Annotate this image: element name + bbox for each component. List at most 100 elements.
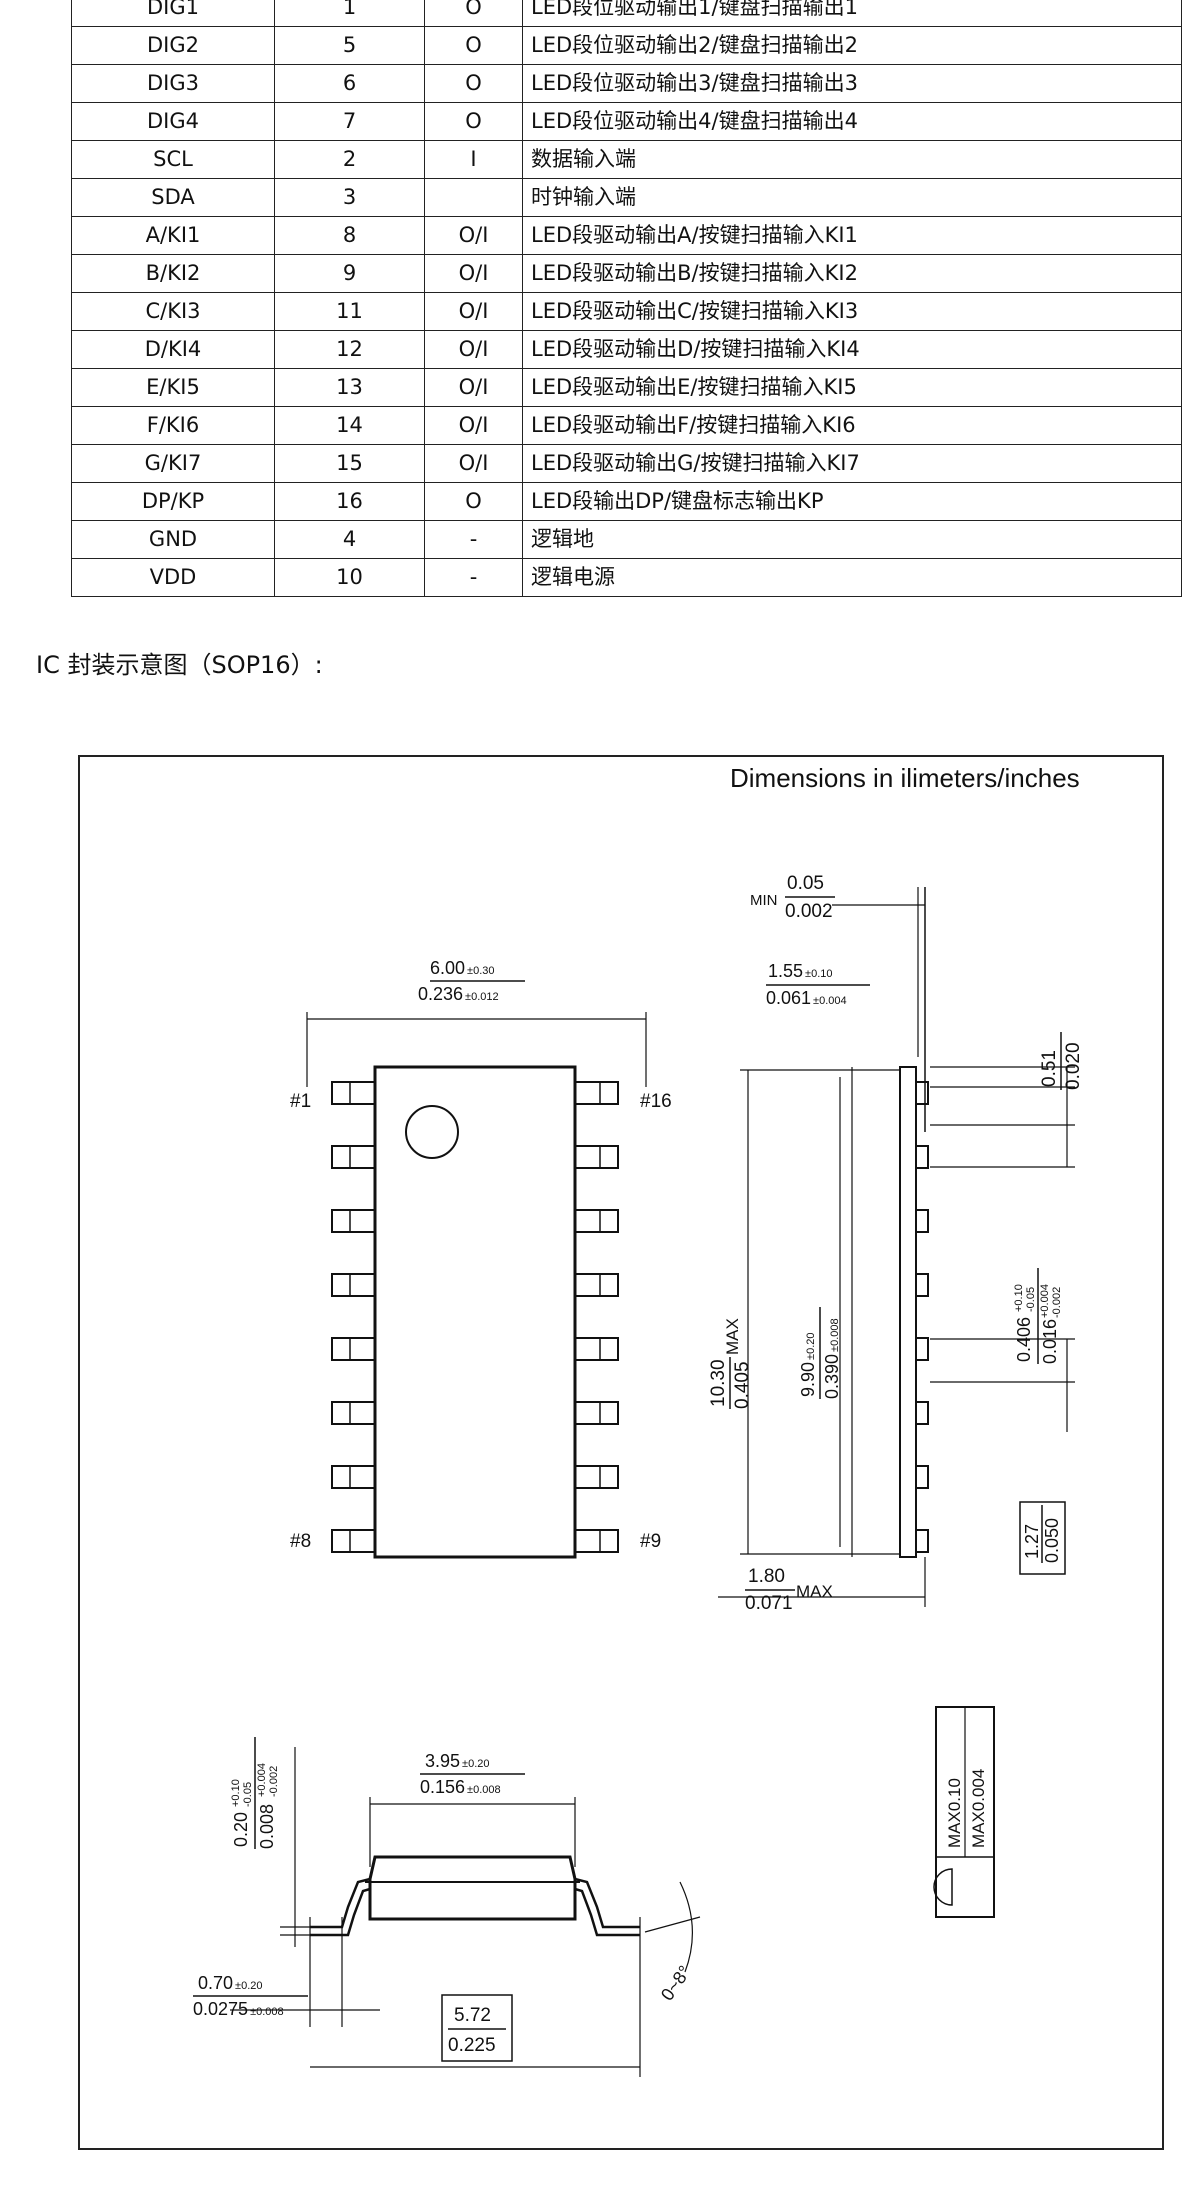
pin-io-cell: O/I <box>424 292 523 331</box>
lead <box>331 1465 376 1489</box>
lead-width-mm-tol-plus: +0.10 <box>1013 1284 1025 1312</box>
svg-text:0.236±0.012: 0.236±0.012 <box>418 984 499 1004</box>
body-width-mm: 3.95 <box>425 1751 460 1771</box>
pin-description-cell: LED段驱动输出G/按键扫描输入KI7 <box>522 444 1182 483</box>
lead-width-mm: 0.406 <box>1014 1317 1034 1362</box>
lead-span-box <box>441 1994 513 2062</box>
pin-number-cell: 9 <box>274 254 425 293</box>
lead <box>331 1081 376 1105</box>
pin-number-cell: 16 <box>274 482 425 521</box>
pin-number-cell: 12 <box>274 330 425 369</box>
pin-number-cell: 5 <box>274 26 425 65</box>
height-max-in: 0.071 <box>745 1593 793 1614</box>
lead-angle: 0~8° <box>657 1962 695 2004</box>
pin-name-cell: VDD <box>71 558 275 597</box>
pin-io-cell: I <box>424 140 523 179</box>
pin-number-cell: 2 <box>274 140 425 179</box>
pin-io-cell: O <box>424 102 523 141</box>
lead <box>331 1273 376 1297</box>
side-view-body <box>899 1066 917 1558</box>
min-mm: 0.05 <box>787 873 824 894</box>
pin-description-cell: 逻辑地 <box>522 520 1182 559</box>
pin-description-cell: 数据输入端 <box>522 140 1182 179</box>
width-mm-tol: ±0.30 <box>467 965 494 977</box>
lead <box>574 1465 619 1489</box>
body-length-in-tol: ±0.008 <box>829 1318 841 1352</box>
lead <box>574 1081 619 1105</box>
pin16-label: #16 <box>640 1091 672 1112</box>
pin-name-cell: B/KI2 <box>71 254 275 293</box>
units-caption: Dimensions in ilimeters/inches <box>730 763 1080 793</box>
side-lead <box>915 1145 929 1169</box>
pin-io-cell: O/I <box>424 330 523 369</box>
svg-text:9.90±0.20: 9.90±0.20 <box>798 1333 818 1398</box>
lead <box>331 1145 376 1169</box>
lead-width-in-tol-plus: +0.004 <box>1039 1284 1051 1318</box>
lead-thickness-in-tol-minus: -0.002 <box>268 1766 280 1797</box>
pin8-label: #8 <box>290 1531 311 1552</box>
width-in-tol: ±0.012 <box>465 991 499 1003</box>
foot-length-in-tol: ±0.008 <box>250 2006 284 2018</box>
pin-number-cell: 3 <box>274 178 425 217</box>
pin-description-cell: LED段位驱动输出2/键盘扫描输出2 <box>522 26 1182 65</box>
lead-thickness-mm-tol-plus: +0.10 <box>230 1779 242 1807</box>
pin-name-cell: F/KI6 <box>71 406 275 445</box>
standoff-mm-tol: ±0.10 <box>805 968 832 980</box>
pin-number-cell: 8 <box>274 216 425 255</box>
pin-number-cell: 4 <box>274 520 425 559</box>
pin-name-cell: SCL <box>71 140 275 179</box>
pin-name-cell: C/KI3 <box>71 292 275 331</box>
pin-io-cell: O <box>424 26 523 65</box>
min-label: MIN <box>750 892 778 909</box>
side-lead <box>915 1273 929 1297</box>
svg-text:1.55±0.10: 1.55±0.10 <box>768 961 833 981</box>
pin-description-cell: LED段位驱动输出4/键盘扫描输出4 <box>522 102 1182 141</box>
front-view-body <box>368 1855 577 1921</box>
length-max-mm: 10.30 <box>708 1359 729 1407</box>
side-lead <box>915 1529 929 1553</box>
pin-description-cell: 逻辑电源 <box>522 558 1182 597</box>
width-in: 0.236 <box>418 984 463 1004</box>
pitch-in: 0.050 <box>1042 1518 1062 1563</box>
lead <box>331 1337 376 1361</box>
lead <box>574 1209 619 1233</box>
pin-io-cell <box>424 178 523 217</box>
pin-io-cell: O <box>424 64 523 103</box>
body-length-mm: 9.90 <box>798 1362 818 1397</box>
side-lead <box>915 1209 929 1233</box>
pin-name-cell: G/KI7 <box>71 444 275 483</box>
pin-name-cell: DIG1 <box>71 0 275 27</box>
side-view: MIN 0.05 0.002 1.55±0.10 0.061±0.004 0.5… <box>708 873 1084 1614</box>
coplanarity-box: MAX0.10 MAX0.004 <box>933 1706 995 1918</box>
foot-length-mm-tol: ±0.20 <box>235 1980 262 1992</box>
package-drawing: Dimensions in ilimeters/inches #1 #16 #8… <box>78 755 1164 2150</box>
lead-width-in: 0.016 <box>1040 1319 1060 1364</box>
pin-description-cell: LED段驱动输出B/按键扫描输入KI2 <box>522 254 1182 293</box>
lead <box>574 1529 619 1553</box>
svg-text:0.156±0.008: 0.156±0.008 <box>420 1777 501 1797</box>
pin-name-cell: DIG2 <box>71 26 275 65</box>
flatness-symbol-icon <box>933 1868 953 1906</box>
pin-name-cell: SDA <box>71 178 275 217</box>
pin-io-cell: O/I <box>424 216 523 255</box>
pin-number-cell: 6 <box>274 64 425 103</box>
svg-text:0.0275±0.008: 0.0275±0.008 <box>193 1999 284 2019</box>
pin-number-cell: 7 <box>274 102 425 141</box>
height-max-label: MAX <box>796 1582 833 1601</box>
lead-span-mm: 5.72 <box>454 2005 491 2026</box>
pitch-box <box>1019 1501 1066 1575</box>
pin-description-cell: LED段驱动输出A/按键扫描输入KI1 <box>522 216 1182 255</box>
lead <box>574 1337 619 1361</box>
pin1-label: #1 <box>290 1091 311 1112</box>
pin-name-cell: DIG3 <box>71 64 275 103</box>
pin-io-cell: O/I <box>424 368 523 407</box>
